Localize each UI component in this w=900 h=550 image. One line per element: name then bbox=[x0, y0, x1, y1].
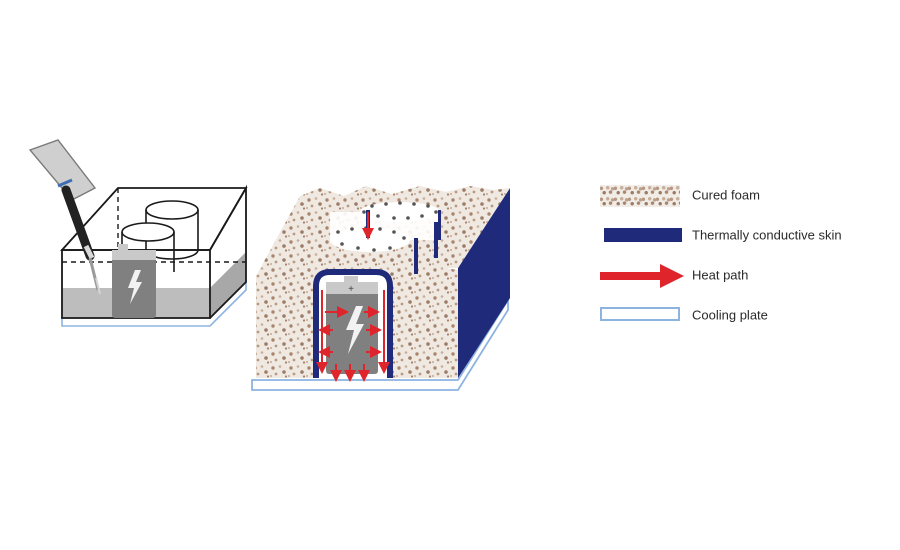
legend-item-cooling-plate: Cooling plate bbox=[600, 305, 890, 325]
skin-post-4 bbox=[438, 210, 441, 240]
battery-lightning-icon: + bbox=[326, 276, 378, 374]
skin-swatch bbox=[604, 228, 682, 242]
dispensing-box-illustration bbox=[28, 139, 248, 327]
legend-label: Cooling plate bbox=[692, 307, 768, 323]
liquid-fill-side bbox=[210, 252, 246, 318]
legend-label: Thermally conductive skin bbox=[692, 227, 842, 243]
foam-block-illustration: + bbox=[251, 186, 510, 391]
skin-post-2 bbox=[414, 238, 418, 274]
battery-lightning-icon bbox=[112, 244, 156, 318]
skin-post-3 bbox=[434, 222, 438, 258]
legend: Cured foam Thermally conductive skin Hea… bbox=[600, 185, 890, 345]
legend-item-cured-foam: Cured foam bbox=[600, 185, 890, 207]
cavity-dots bbox=[336, 201, 438, 252]
legend-label: Cured foam bbox=[692, 187, 760, 203]
foam-swatch bbox=[600, 185, 680, 207]
legend-item-thermally-conductive-skin: Thermally conductive skin bbox=[600, 225, 890, 245]
dispensing-nozzle-icon bbox=[28, 139, 101, 295]
center-cooling-plate bbox=[251, 296, 509, 391]
foam-side-skin bbox=[458, 188, 510, 378]
box-side-face bbox=[209, 184, 247, 319]
legend-label: Heat path bbox=[692, 267, 749, 283]
legend-item-heat-path: Heat path bbox=[600, 264, 890, 288]
svg-text:+: + bbox=[348, 284, 354, 295]
cell-cylinder-front bbox=[121, 222, 175, 272]
heat-arrow-icon bbox=[600, 264, 684, 288]
cooling-plate-swatch bbox=[600, 307, 680, 321]
heat-arrows-battery bbox=[316, 290, 390, 382]
